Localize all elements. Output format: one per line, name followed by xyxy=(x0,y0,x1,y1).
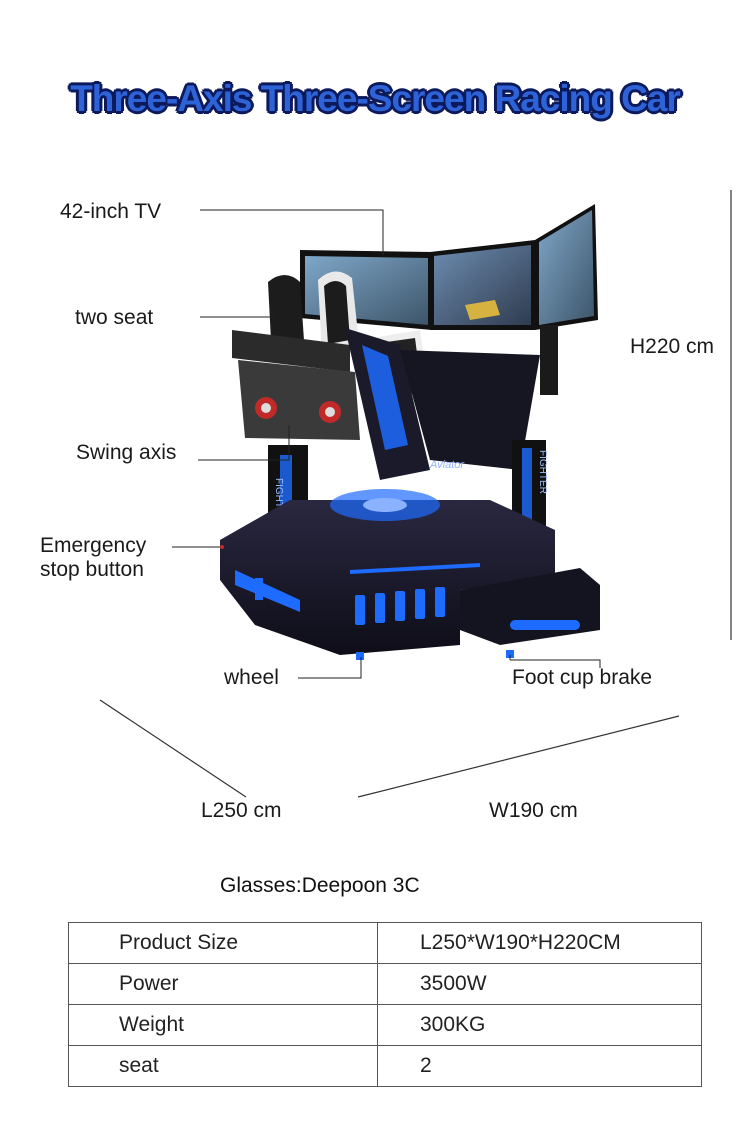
page-title: Three-Axis Three-Screen Racing Car xyxy=(70,78,681,119)
dimension-height: H220 cm xyxy=(630,335,715,358)
callout-wheel: wheel xyxy=(224,666,279,689)
glasses-label: Glasses:Deepoon 3C xyxy=(220,874,420,897)
svg-text:FIGHTER: FIGHTER xyxy=(273,478,284,522)
callout-emergency-line2: stop button xyxy=(40,558,144,581)
spec-key: Weight xyxy=(68,1004,378,1046)
spec-key: Power xyxy=(68,963,378,1005)
table-row: Weight 300KG xyxy=(68,1004,702,1046)
spec-value: 2 xyxy=(377,1045,702,1087)
dimension-width: W190 cm xyxy=(489,799,578,822)
spec-value: 3500W xyxy=(377,963,702,1005)
spec-key: seat xyxy=(68,1045,378,1087)
spec-table: Product Size L250*W190*H220CM Power 3500… xyxy=(68,922,702,1087)
svg-text:FIGHTER: FIGHTER xyxy=(537,450,548,494)
spec-value: 300KG xyxy=(377,1004,702,1046)
table-row: seat 2 xyxy=(68,1045,702,1087)
callout-seat: two seat xyxy=(75,306,154,329)
callout-foot-brake: Foot cup brake xyxy=(512,666,653,689)
spec-key: Product Size xyxy=(68,922,378,964)
table-row: Power 3500W xyxy=(68,963,702,1005)
callout-swing-axis: Swing axis xyxy=(76,441,177,464)
table-row: Product Size L250*W190*H220CM xyxy=(68,922,702,964)
svg-text:Aviator: Aviator xyxy=(429,459,465,471)
callout-tv: 42-inch TV xyxy=(60,200,162,223)
callout-emergency-line1: Emergency xyxy=(40,534,147,557)
dimension-length: L250 cm xyxy=(201,799,282,822)
spec-value: L250*W190*H220CM xyxy=(377,922,702,964)
